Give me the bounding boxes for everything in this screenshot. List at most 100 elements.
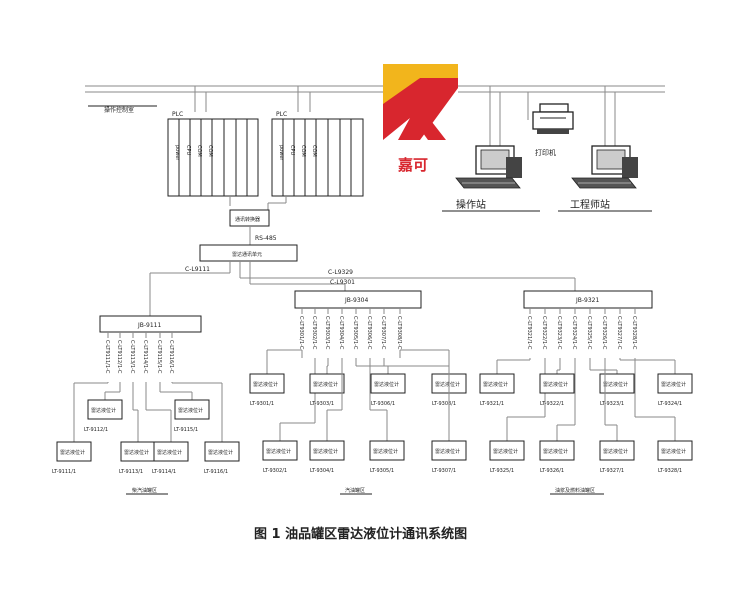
engineer-station-icon: [571, 145, 638, 189]
group3-branch-label-6: C-LT9326/1-C: [601, 316, 607, 350]
group2-tag-3: LT-9303/1: [310, 401, 334, 407]
operator-station-icon: [455, 145, 522, 189]
group1-device-6-label: 雷达液位计: [208, 449, 233, 456]
area-label-3: 油浆及燃料油罐区: [555, 487, 595, 494]
jb-9304-label: JB-9304: [344, 297, 369, 304]
group2-device-6-box: [369, 440, 405, 461]
group1-tag-4: LT-9114/1: [152, 469, 176, 475]
group3-device-7-label: 雷达液位计: [661, 381, 686, 388]
radar-comm-unit-label: 雷达通讯单元: [232, 251, 262, 258]
plc1-module-cpu: CPU: [185, 145, 191, 156]
group2-branch-label-6: C-LT9306/1-C: [366, 316, 372, 350]
group2-device-5-label: 雷达液位计: [374, 381, 399, 388]
group2-device-4-label: 雷达液位计: [313, 448, 338, 455]
group3-device-3-box: [539, 373, 575, 394]
group2-branch-label-8: C-LT9308/1-C: [396, 316, 402, 350]
comm-converter-label: 通讯转换器: [235, 216, 260, 223]
area-label-2: 汽油罐区: [345, 487, 365, 494]
group3-tag-4: LT-9326/1: [540, 468, 564, 474]
printer-icon: [532, 103, 574, 134]
group3-tag-8: LT-9328/1: [658, 468, 682, 474]
group3-device-5-box: [599, 373, 635, 394]
jb-9304-box: [294, 290, 422, 309]
group2-device-1-box: [249, 373, 285, 394]
group3-branch-label-4: C-LT9324/1-C: [571, 316, 577, 350]
group1-device-3-label: 雷达液位计: [124, 449, 149, 456]
group3-branch-label-1: C-LT9321/1-C: [526, 316, 532, 350]
group3-device-1-label: 雷达液位计: [483, 381, 508, 388]
plc-cabinet-2: PLC power CPU COM COM: [271, 111, 364, 197]
jb-9111-box: [99, 315, 202, 333]
group1-device-1-label: 雷达液位计: [60, 449, 85, 456]
group2-branch-label-7: C-LT9307/1-C: [380, 316, 386, 350]
cable-a-label: C-L9111: [185, 266, 210, 273]
group1-device-6-box: [204, 441, 240, 462]
group3-tag-1: LT-9321/1: [480, 401, 504, 407]
group3-device-8-box: [657, 440, 693, 461]
group3-device-6-label: 雷达液位计: [603, 448, 628, 455]
group3-branch-label-8: C-LT9328/1-C: [631, 316, 637, 350]
group3-branch-label-2: C-LT9322/1-C: [541, 316, 547, 350]
plc1-module-com-2: COM: [207, 145, 213, 157]
group3-tag-6: LT-9327/1: [600, 468, 624, 474]
rs485-label: RS-485: [255, 235, 277, 242]
group3-device-4-label: 雷达液位计: [543, 448, 568, 455]
cable-c-label: C-L9301: [330, 279, 355, 286]
group2-tag-2: LT-9302/1: [263, 468, 287, 474]
jb-9321-box: [523, 290, 653, 309]
figure-caption: 图 1 油品罐区雷达液位计通讯系统图: [254, 526, 467, 542]
group2-branch-label-5: C-LT9305/1-C: [352, 316, 358, 350]
group2-branch-label-4: C-LT9304/1-C: [338, 316, 344, 350]
group3-tag-7: LT-9324/1: [658, 401, 682, 407]
plc2-module-com-2: COM: [311, 145, 317, 157]
group3-branch-label-3: C-LT9323/1-C: [556, 316, 562, 350]
jb-9321-label: JB-9321: [575, 297, 600, 304]
group1-device-2-box: [87, 399, 123, 420]
group3-tag-2: LT-9325/1: [490, 468, 514, 474]
group1-tag-3: LT-9113/1: [119, 469, 143, 475]
group3-branch-label-5: C-LT9325/1-C: [586, 316, 592, 350]
group2-tag-6: LT-9305/1: [370, 468, 394, 474]
group2-tag-1: LT-9301/1: [250, 401, 274, 407]
group1-branch-label-5: C-LT9115/1-C: [156, 340, 162, 374]
plc-title-2: PLC: [276, 111, 287, 118]
cable-b-label: C-L9329: [328, 269, 353, 276]
group2-device-1-label: 雷达液位计: [253, 381, 278, 388]
group3-device-8-label: 雷达液位计: [661, 448, 686, 455]
group1-device-4-box: [153, 441, 189, 462]
group3-branch-label-7: C-LT9327/1-C: [616, 316, 622, 350]
group3-device-5-label: 雷达液位计: [603, 381, 628, 388]
group2-device-8-label: 雷达液位计: [435, 448, 460, 455]
group1-branch-label-4: C-LT9114/1-C: [142, 340, 148, 374]
group3-tag-3: LT-9322/1: [540, 401, 564, 407]
group1-device-4-label: 雷达液位计: [157, 449, 182, 456]
group2-tag-7: LT-9308/1: [432, 401, 456, 407]
group2-device-2-label: 雷达液位计: [266, 448, 291, 455]
group3-device-6-box: [599, 440, 635, 461]
operator-station-label: 操作站: [456, 198, 486, 211]
jb-9111-label: JB-9111: [137, 322, 162, 329]
brand-text: 嘉可: [397, 156, 428, 174]
group1-device-2-label: 雷达液位计: [91, 407, 116, 414]
control-room-label: 操作控制室: [104, 106, 134, 114]
plc2-module-com-1: COM: [300, 145, 306, 157]
group1-tag-5: LT-9115/1: [174, 427, 198, 433]
group1-tag-6: LT-9116/1: [204, 469, 228, 475]
group1-device-1-box: [56, 441, 92, 462]
plc-title-1: PLC: [172, 111, 183, 118]
group1-branch-label-6: C-LT9116/1-C: [168, 340, 174, 374]
group2-branch-label-3: C-LT9303/1-C: [324, 316, 330, 350]
plc-cabinet-1: PLC power CPU COM COM: [167, 111, 259, 197]
plc2-module-power: power: [278, 145, 284, 161]
group3-device-2-label: 雷达液位计: [493, 448, 518, 455]
group2-device-8-box: [431, 440, 467, 461]
radar-comm-unit-box: [199, 244, 298, 262]
group2-branch-label-1: C-LT9301/1-C: [298, 316, 304, 350]
group2-device-5-box: [370, 373, 406, 394]
group1-tag-1: LT-9111/1: [52, 469, 76, 475]
engineer-station-label: 工程师站: [570, 198, 610, 211]
group2-tag-4: LT-9304/1: [310, 468, 334, 474]
group1-branch-label-3: C-LT9113/1-C: [129, 340, 135, 374]
